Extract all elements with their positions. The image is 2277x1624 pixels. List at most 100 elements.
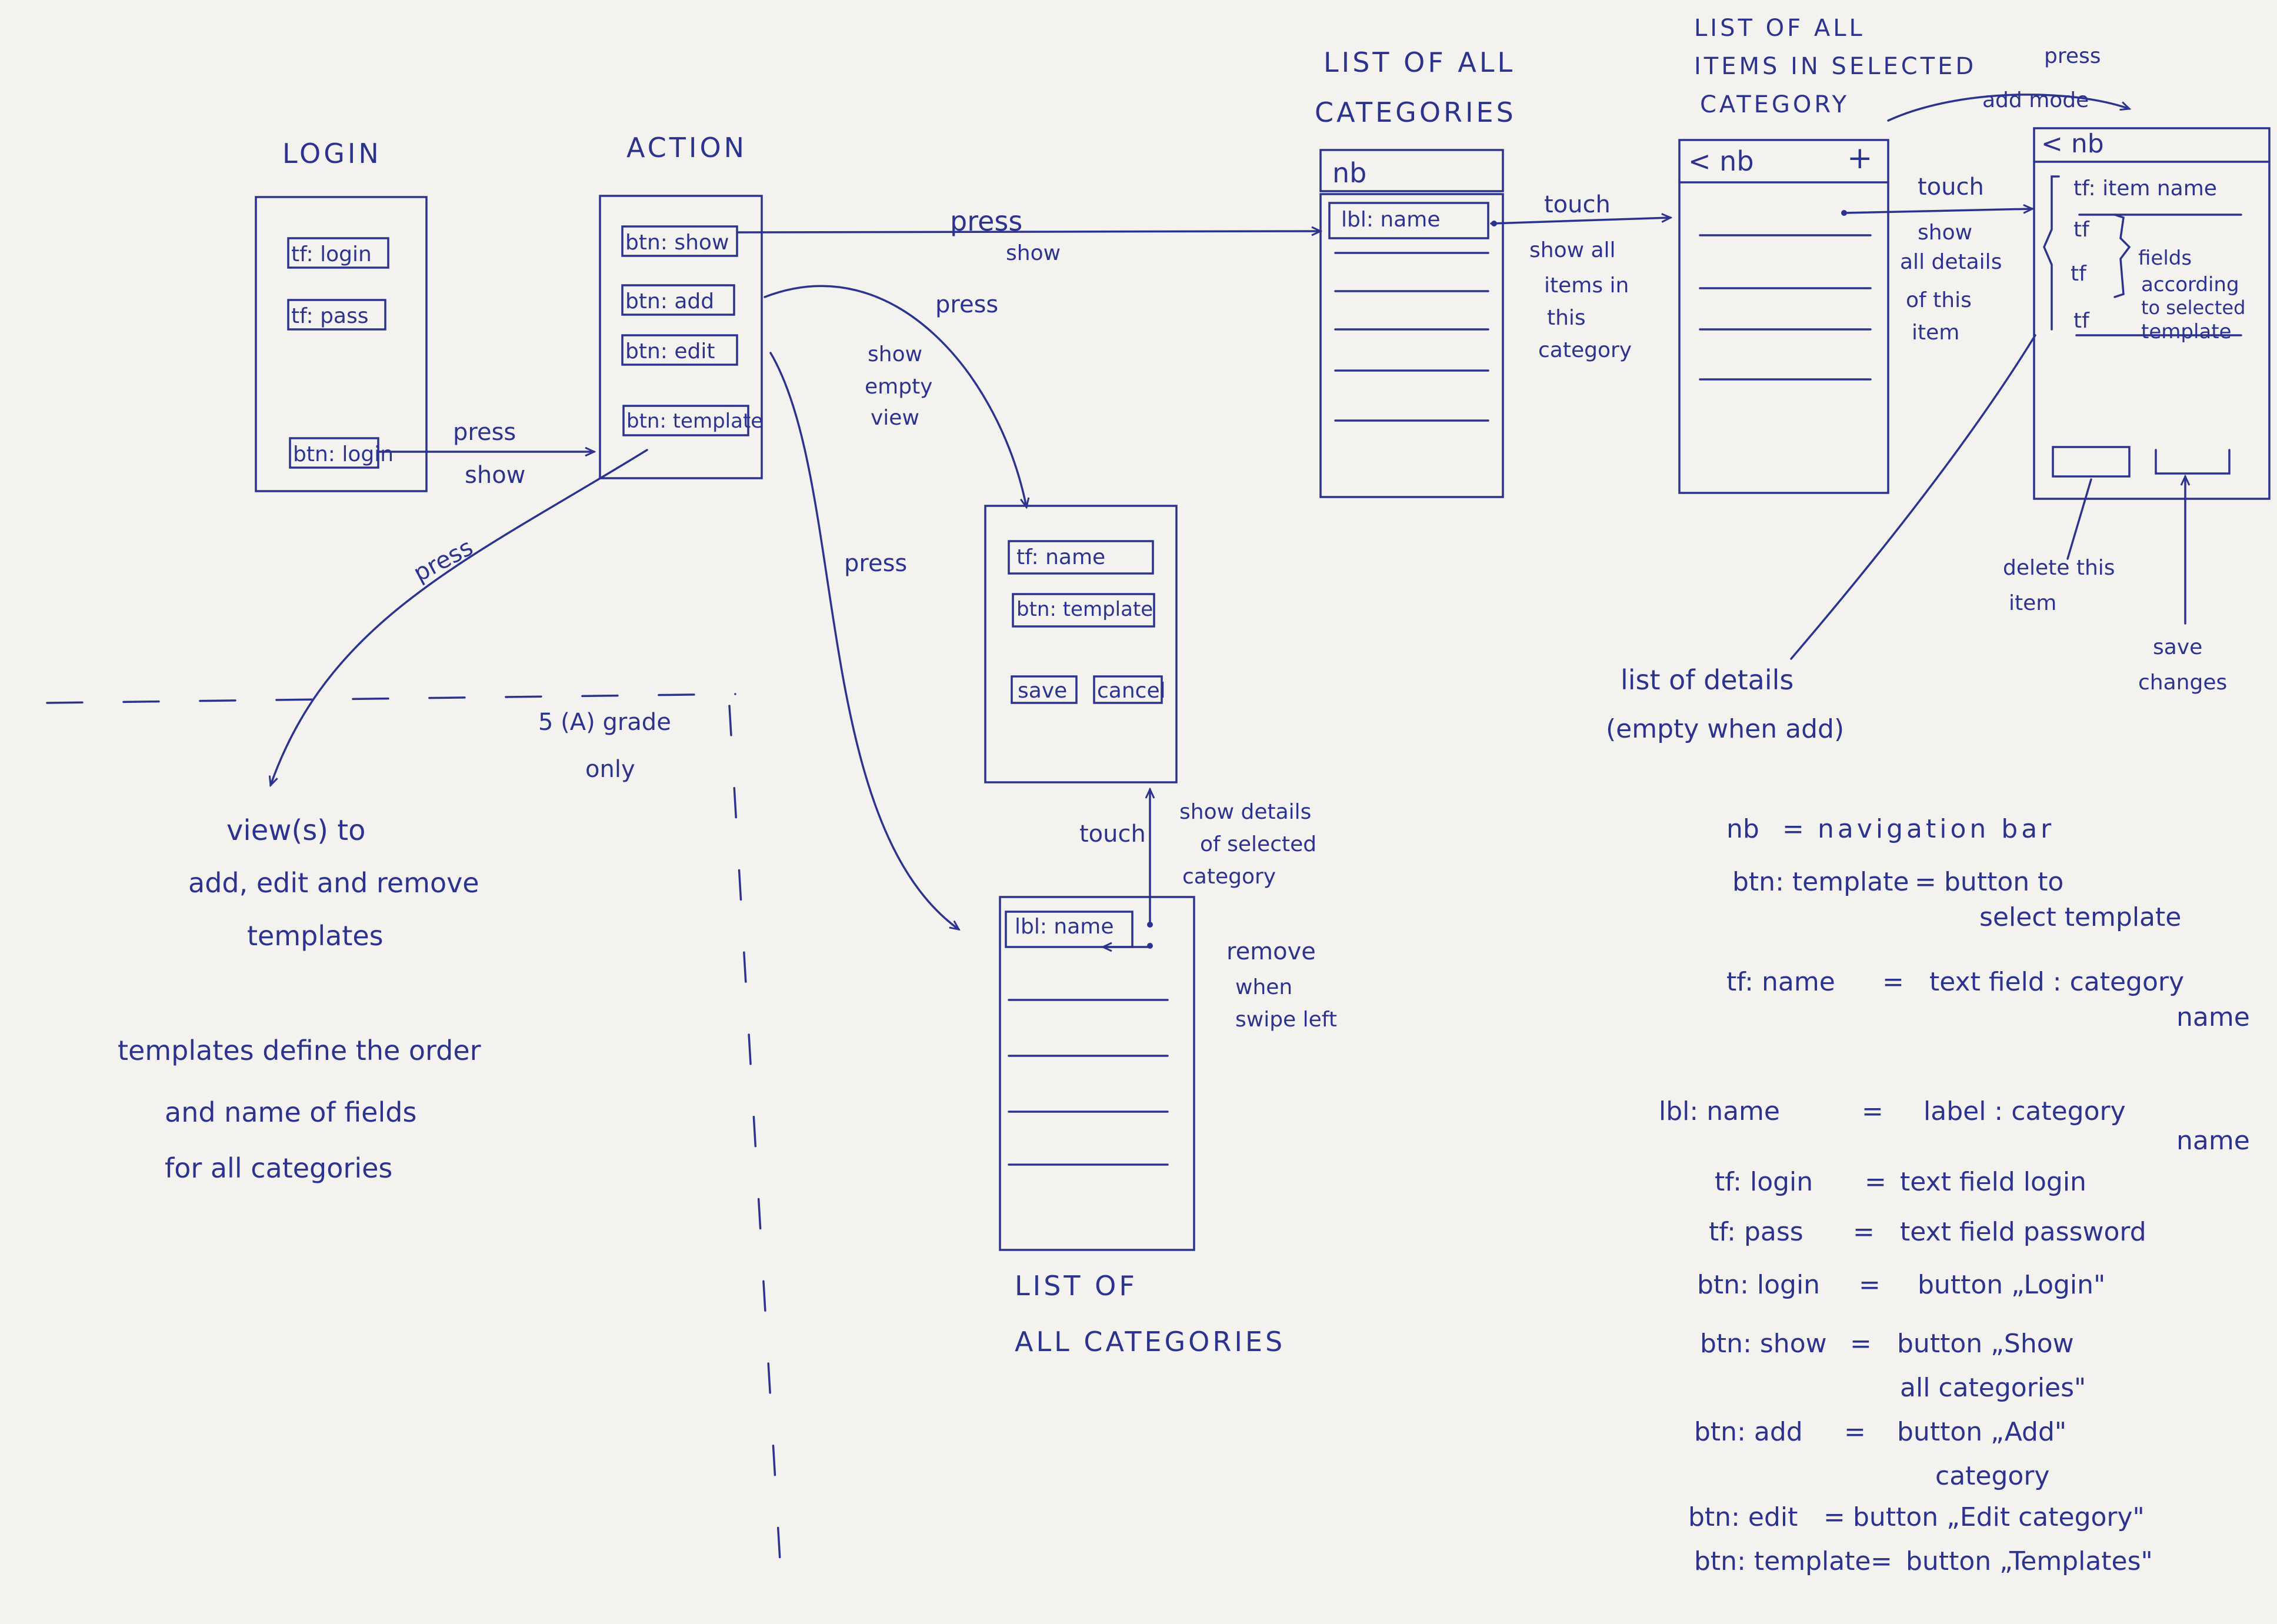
label-touch-item: touch [1918,174,1984,201]
edit-row-label[interactable]: lbl: name [1015,915,1114,939]
password-text-field[interactable]: tf: pass [291,304,369,328]
legend-value2-btn-add: category [1935,1461,2050,1491]
note-views-1: view(s) to [226,814,366,847]
label-list-of-details: list of details [1621,664,1794,696]
label-remove-2: when [1235,975,1293,999]
label-show-items-3: this [1547,306,1586,330]
legend-eq-btn-add: = [1844,1417,1866,1447]
add-save-button[interactable]: save [1018,679,1068,703]
arrow-item-to-detail [1843,209,2032,214]
legend-eq-btn-templates: = [1871,1546,1892,1576]
pass-field-frame [287,299,386,331]
add-button-frame [621,284,735,316]
legend-eq-btn-edit: = [1823,1502,1845,1532]
delete-button-frame [2052,446,2131,478]
edit-button[interactable]: btn: edit [625,339,715,364]
legend-key-btn-show: btn: show [1700,1329,1827,1359]
items-title-line2: ITEMS IN SELECTED [1694,53,1977,80]
legend-key-btn-template: btn: template [1732,867,1909,897]
name-field-frame [1008,540,1154,575]
legend-key-tf-name: tf: name [1726,967,1835,997]
label-save-changes-1: save [2153,635,2203,659]
legend-value-tf-name: text field : category [1929,967,2185,997]
legend-value2-lbl-name: name [2176,1126,2250,1156]
label-touch-edit: touch [1079,821,1146,848]
legend-eq-tf-name: = [1882,967,1904,997]
note-grade-1: 5 (A) grade [538,709,671,736]
legend-eq-nb: = [1782,814,1804,844]
login-screen-frame [255,196,428,492]
note-templates-1: templates define the order [118,1035,481,1066]
categories-navbar-frame [1319,149,1504,192]
label-show-details-2: all details [1900,250,2002,274]
legend-eq-tf-login: = [1865,1167,1886,1197]
arrow-template-to-views [271,449,648,785]
label-show-login: show [465,462,526,489]
note-templates-3: for all categories [165,1152,393,1184]
edit-list-frame [999,896,1195,1251]
categories-screen-frame [1319,193,1504,498]
label-delete-item-2: item [2009,591,2057,615]
add-template-button[interactable]: btn: template [1016,598,1153,621]
legend-value-btn-add: button „Add" [1897,1417,2067,1447]
legend-value2-btn-template: select template [1979,902,2182,932]
legend-eq-btn-show: = [1850,1329,1872,1359]
legend-value-nb: navigation bar [1818,814,2055,844]
login-button-frame [289,437,379,469]
login-text-field[interactable]: tf: login [291,242,372,266]
items-plus-button[interactable]: + [1847,141,1873,176]
legend-value-tf-login: text field login [1900,1167,2086,1197]
show-button[interactable]: btn: show [625,231,729,255]
show-button-frame [621,225,738,257]
template-field-frame [1012,593,1155,628]
detail-field-3[interactable]: tf [2073,309,2089,333]
legend-value2-tf-name: name [2176,1002,2250,1032]
add-name-field[interactable]: tf: name [1016,545,1106,569]
add-view-frame [984,505,1178,783]
legend-key-nb: nb [1726,814,1759,844]
fields-note-4: template [2141,320,2232,344]
legend-value-btn-edit: button „Edit category" [1853,1502,2145,1532]
legend-key-tf-login: tf: login [1715,1167,1813,1197]
label-press-add-mode: press [2044,44,2101,68]
legend-eq-lbl-name: = [1862,1096,1883,1126]
legend-key-tf-pass: tf: pass [1709,1217,1803,1247]
detail-screen-frame [2033,127,2271,500]
detail-field-1[interactable]: tf [2073,218,2089,242]
label-show-items-4: category [1538,338,1632,362]
add-cancel-button[interactable]: cancel [1097,679,1166,703]
arrow-list-of-details [1790,334,2036,660]
label-delete-item-1: delete this [2003,556,2115,580]
template-button-frame [622,405,749,436]
arrow-add-to-add-view [764,285,1026,507]
legend-value-tf-pass: text field password [1900,1217,2146,1247]
label-press-edit: press [844,550,908,577]
legend-value-lbl-name: label : category [1923,1096,2126,1126]
arrow-plus-to-add-mode [1887,94,2129,122]
legend-eq-btn-login: = [1859,1270,1881,1300]
legend-value-btn-template: button to [1944,867,2064,897]
item-name-field[interactable]: tf: item name [2073,176,2217,201]
items-navbar-back[interactable]: < nb [1688,145,1754,177]
add-button[interactable]: btn: add [625,289,715,314]
legend-key-btn-add: btn: add [1694,1417,1803,1447]
fields-note-1: fields [2138,246,2192,270]
legend-value2-btn-show: all categories" [1900,1373,2086,1403]
fields-note-2: according [2141,273,2239,296]
template-button[interactable]: btn: template [626,409,764,433]
detail-navbar-back[interactable]: < nb [2041,129,2104,159]
note-views-3: templates [247,920,384,952]
categories-row-label[interactable]: lbl: name [1341,208,1441,232]
login-button[interactable]: btn: login [293,442,394,466]
login-screen-title: LOGIN [282,138,382,169]
label-show-items-2: items in [1544,274,1629,298]
note-templates-2: and name of fields [165,1096,417,1128]
edit-button-frame [621,334,738,366]
legend-key-lbl-name: lbl: name [1659,1096,1780,1126]
categories-title-line1: LIST OF ALL [1323,46,1516,78]
detail-field-2[interactable]: tf [2071,262,2086,286]
label-show-details-3: of this [1906,288,1972,312]
action-screen-title: ACTION [626,132,748,164]
